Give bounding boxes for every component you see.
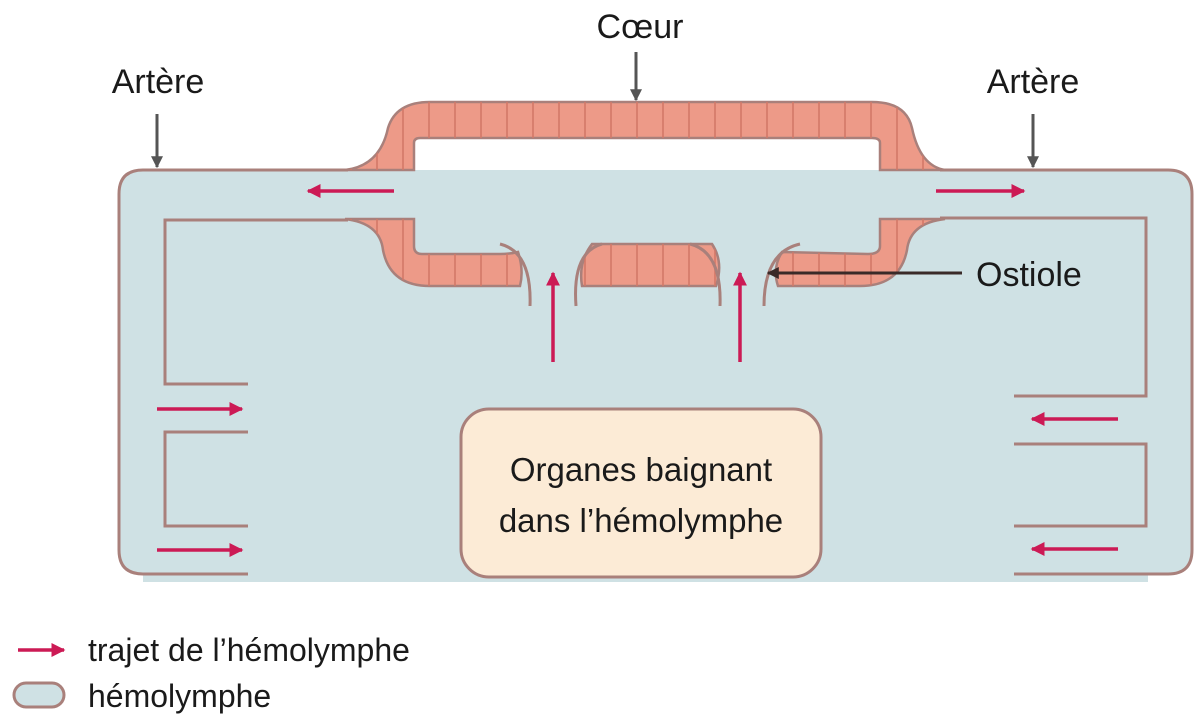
organs-label-line2: dans l’hémolymphe: [499, 502, 783, 539]
heart-label: Cœur: [597, 8, 684, 46]
artery-left-label: Artère: [112, 63, 205, 101]
legend: trajet de l’hémolymphe hémolymphe: [12, 632, 410, 714]
legend-hemolymph-swatch-icon: [12, 681, 66, 709]
flow-arrows: [157, 184, 1118, 557]
artery-right-label: Artère: [987, 63, 1080, 101]
legend-hemolymph-label: hémolymphe: [88, 678, 271, 714]
ostiole-valves: [499, 242, 801, 307]
ostiole-label: Ostiole: [976, 256, 1082, 294]
organs-box: Organes baignant dans l’hémolymphe: [459, 407, 823, 579]
heart: [344, 100, 946, 288]
label-pointers: [151, 52, 1039, 279]
organs-label-line1: Organes baignant: [510, 451, 772, 488]
legend-flow-label: trajet de l’hémolymphe: [88, 632, 410, 668]
